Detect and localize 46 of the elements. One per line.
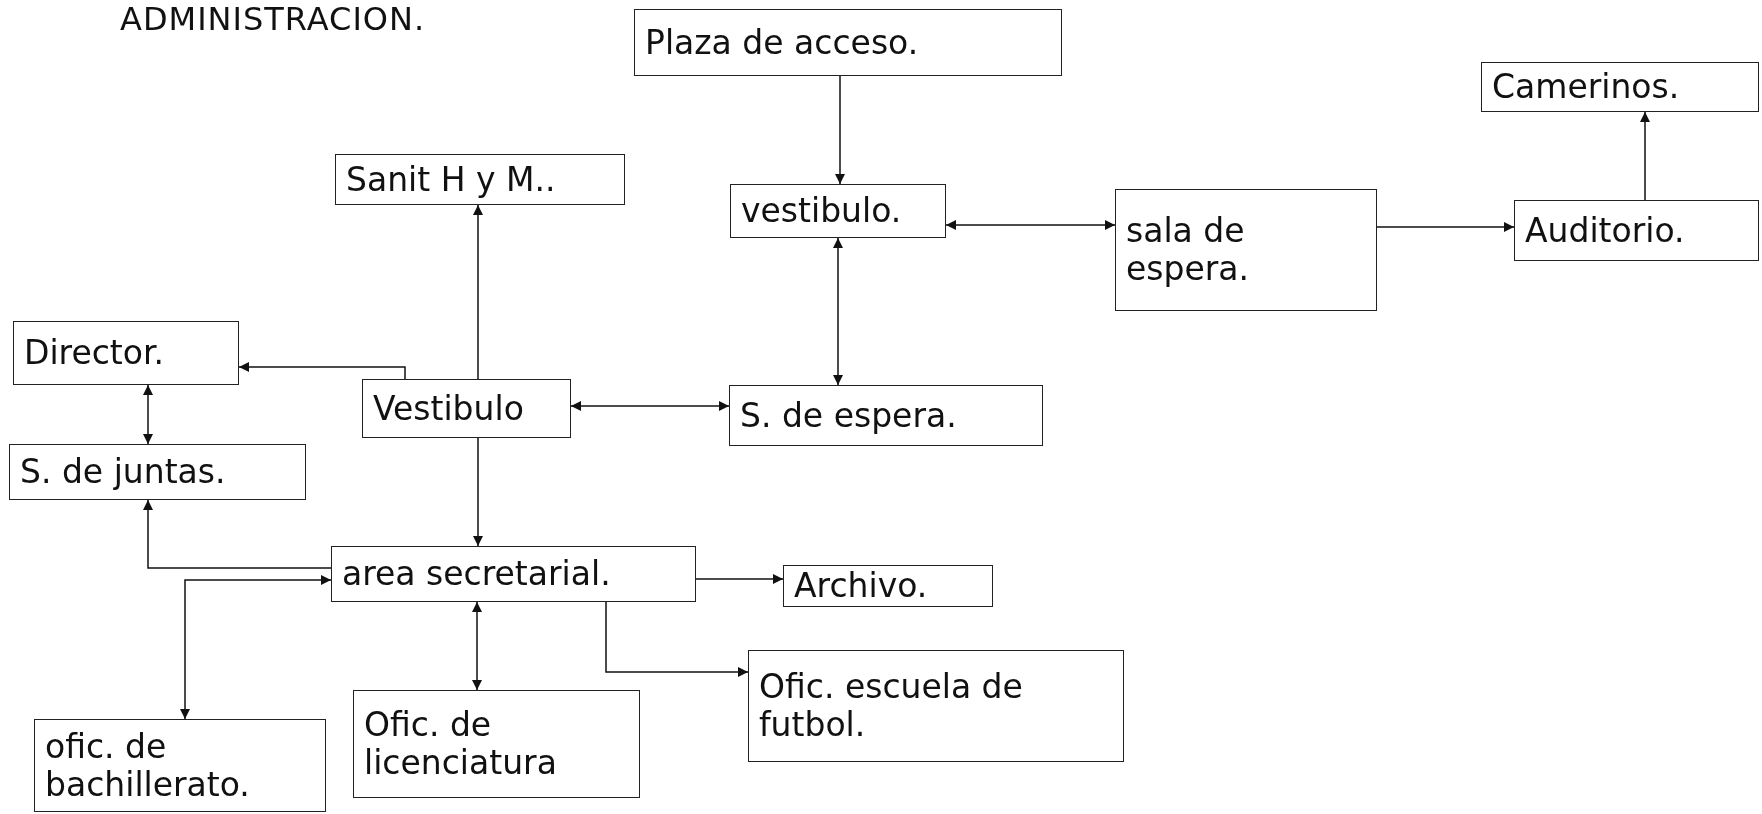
room-box bbox=[13, 321, 239, 385]
room-box bbox=[353, 690, 640, 798]
room-label: ofic. de bachillerato. bbox=[45, 727, 251, 804]
arrow bbox=[695, 574, 784, 584]
arrow bbox=[472, 601, 482, 691]
room-label: Director. bbox=[24, 334, 165, 372]
arrow bbox=[833, 237, 843, 386]
room-label: Plaza de acceso. bbox=[645, 23, 919, 62]
room-label: Sanit H y M.. bbox=[346, 160, 556, 199]
room-box bbox=[34, 719, 326, 812]
room-box bbox=[335, 154, 625, 205]
arrow bbox=[143, 499, 332, 569]
room-label: Ofic. escuela de futbol. bbox=[759, 668, 1024, 744]
arrow bbox=[180, 575, 332, 720]
room-box bbox=[1115, 189, 1377, 311]
diagram-title: ADMINISTRACION. bbox=[120, 0, 426, 38]
arrow bbox=[835, 75, 845, 185]
room-label: vestibulo. bbox=[741, 192, 902, 230]
room-box bbox=[748, 650, 1124, 762]
room-label: Camerinos. bbox=[1492, 68, 1680, 106]
room-label: area secretarial. bbox=[342, 555, 611, 593]
room-box bbox=[331, 546, 696, 602]
arrow bbox=[238, 362, 406, 380]
arrow bbox=[945, 220, 1116, 230]
arrow bbox=[570, 401, 730, 411]
room-label: S. de espera. bbox=[740, 396, 957, 435]
arrow bbox=[1376, 222, 1515, 232]
arrow bbox=[473, 204, 483, 380]
room-label: Vestibulo bbox=[373, 389, 524, 428]
room-label: S. de juntas. bbox=[20, 453, 226, 491]
arrow bbox=[143, 384, 153, 445]
room-label: sala de espera. bbox=[1126, 212, 1251, 288]
room-box bbox=[9, 444, 306, 500]
room-box bbox=[1481, 62, 1759, 112]
room-box bbox=[729, 385, 1043, 446]
arrow bbox=[473, 437, 483, 547]
arrow bbox=[605, 601, 749, 677]
room-box bbox=[1514, 200, 1759, 261]
arrow bbox=[1640, 111, 1650, 201]
room-box bbox=[730, 184, 946, 238]
room-label: Auditorio. bbox=[1525, 211, 1685, 250]
room-label: Archivo. bbox=[794, 567, 928, 605]
room-box bbox=[783, 565, 993, 607]
room-box bbox=[634, 9, 1062, 76]
room-box bbox=[362, 379, 571, 438]
room-label: Ofic. de licenciatura bbox=[364, 706, 558, 782]
